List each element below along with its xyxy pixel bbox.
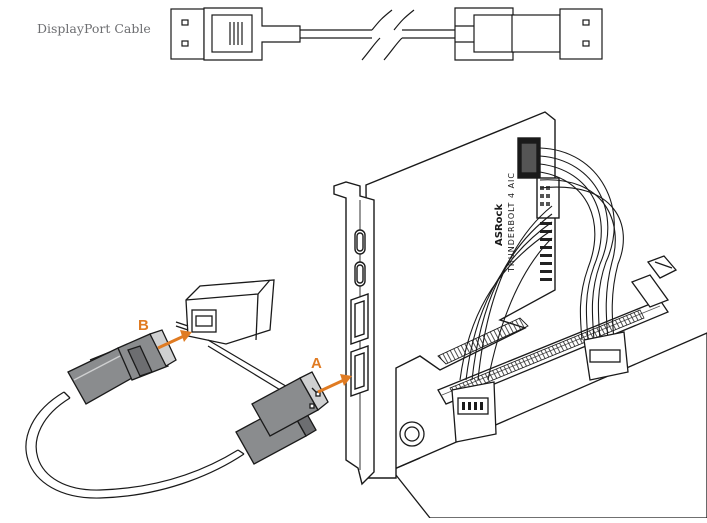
dp-adapter [175,279,275,345]
callout-arrow-b [157,330,192,350]
callout-label-b: B [138,317,149,334]
pcie-slot [437,255,678,405]
header-connector-left [451,381,497,443]
card-brand-text: ASRock [494,204,505,246]
card-product-text: THUNDERBOLT 4 AIC [507,172,516,273]
callout-arrow-a [317,374,352,394]
dp-plug-a [235,371,329,465]
motherboard [390,332,707,519]
callout-label-a: A [311,355,322,372]
cable-legend-illustration [170,7,603,61]
thunderbolt-card [333,111,560,486]
dp-plug-b [63,329,177,405]
cable-legend-label: DisplayPort Cable [37,21,151,36]
internal-wires [459,147,624,381]
header-connector-right [583,331,629,381]
